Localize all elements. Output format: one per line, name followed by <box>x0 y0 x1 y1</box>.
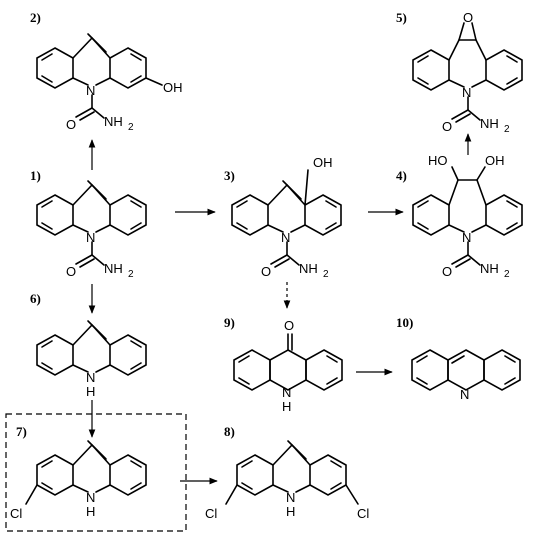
compound-2-label: 2) <box>30 10 41 25</box>
compound-1: 1) N O NH 2 <box>30 168 147 280</box>
compound-4-n: N <box>462 230 471 245</box>
compound-6-structure <box>36 320 147 376</box>
compound-10-n: N <box>460 387 469 402</box>
compound-8: 8) N H Cl Cl <box>205 424 369 521</box>
compound-9-structure <box>233 333 343 391</box>
compound-10-structure <box>411 349 521 391</box>
compound-7: 7) N H Cl <box>5 413 187 532</box>
compound-9-label: 9) <box>224 315 235 330</box>
compound-2-n: N <box>86 83 95 98</box>
compound-6-label: 6) <box>30 291 41 306</box>
compound-3-sub2: 2 <box>323 269 329 280</box>
compound-1-sub2: 2 <box>128 269 134 280</box>
compound-5-label: 5) <box>396 10 407 25</box>
compound-5-nh: NH <box>480 116 499 131</box>
compound-8-label: 8) <box>224 424 235 439</box>
compound-10: 10) N <box>396 315 521 402</box>
compound-10-label: 10) <box>396 315 413 330</box>
highlight-box <box>5 413 187 532</box>
compound-4-label: 4) <box>396 168 407 183</box>
compound-2-sub2: 2 <box>128 122 134 133</box>
compound-3-structure <box>231 169 342 268</box>
compound-3: 3) N O NH 2 OH <box>224 155 342 280</box>
compound-8-cl-right: Cl <box>357 506 369 521</box>
compound-7-label: 7) <box>16 424 27 439</box>
compound-8-n: N <box>286 490 295 505</box>
compound-1-structure <box>36 180 147 268</box>
compound-1-o: O <box>66 264 76 279</box>
compound-9-n: N <box>282 385 291 400</box>
compound-7-cl: Cl <box>10 506 22 521</box>
compound-1-nh: NH <box>104 261 123 276</box>
compound-9: 9) O N H <box>224 315 343 414</box>
compound-1-label: 1) <box>30 168 41 183</box>
compound-4-nh: NH <box>480 261 499 276</box>
compound-8-h: H <box>286 504 295 519</box>
compound-5-structure <box>412 22 523 123</box>
compound-5-o: O <box>442 119 452 134</box>
compound-7-h: H <box>86 504 95 519</box>
compound-2: 2) N O NH 2 OH <box>30 10 183 133</box>
compound-5-sub2: 2 <box>504 124 510 135</box>
compound-6: 6) N H <box>30 291 147 399</box>
compound-4: 4) N O NH 2 HO OH <box>396 153 523 280</box>
compound-6-h: H <box>86 384 95 399</box>
compound-6-n: N <box>86 370 95 385</box>
compound-5-epoxide-o: O <box>463 10 473 25</box>
compound-2-oh: OH <box>163 80 183 95</box>
compound-3-o: O <box>261 264 271 279</box>
compound-4-structure <box>412 166 523 268</box>
compound-3-n: N <box>281 230 290 245</box>
compound-1-n: N <box>86 230 95 245</box>
compound-2-nh: NH <box>104 114 123 129</box>
compound-3-oh: OH <box>313 155 333 170</box>
compound-2-o: O <box>66 117 76 132</box>
compound-5: 5) O N O NH 2 <box>396 10 523 135</box>
compound-3-label: 3) <box>224 168 235 183</box>
compound-4-sub2: 2 <box>504 269 510 280</box>
compound-7-structure <box>25 440 147 505</box>
compound-8-structure <box>225 440 359 505</box>
compound-4-oh: OH <box>485 153 505 168</box>
compound-4-ho: HO <box>428 153 448 168</box>
compound-8-cl-left: Cl <box>205 506 217 521</box>
compound-3-nh: NH <box>299 261 318 276</box>
arrows <box>88 133 472 485</box>
compound-7-n: N <box>86 490 95 505</box>
compound-4-o: O <box>442 264 452 279</box>
compound-9-h: H <box>282 399 291 414</box>
compound-9-o: O <box>284 318 294 333</box>
compound-5-n: N <box>462 85 471 100</box>
compound-2-structure <box>36 33 163 121</box>
